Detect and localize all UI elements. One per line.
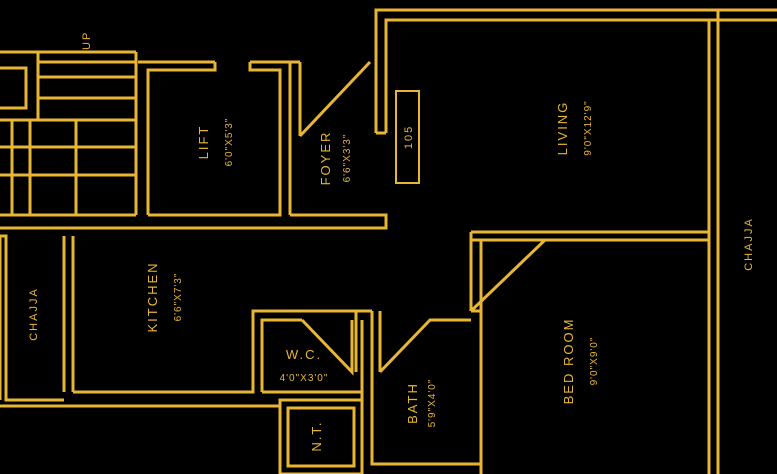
lift-size: 6'0"X5'3" xyxy=(224,118,235,167)
kitchen xyxy=(0,234,372,408)
bath xyxy=(360,311,481,474)
kitchen-label: KITCHEN 6'6"X7'3" xyxy=(145,261,184,332)
foyer xyxy=(0,60,388,230)
wc-walls xyxy=(260,318,302,392)
stair-up-label: UP xyxy=(81,31,93,50)
flat-number-box xyxy=(395,90,420,184)
bath-name: BATH xyxy=(405,382,420,424)
wc-label: W.C. 4'0"X3'0" xyxy=(280,347,329,384)
lift-label: LIFT 6'0"X5'3" xyxy=(196,118,235,167)
bedroom-door-swing xyxy=(469,238,547,313)
lift-wall-left xyxy=(146,62,217,215)
foyer-name: FOYER xyxy=(318,131,333,186)
lift-name: LIFT xyxy=(196,125,211,160)
bedroom-name: BED ROOM xyxy=(561,318,576,405)
chajja-left-label: CHAJJA xyxy=(28,287,40,341)
bedroom-label: BED ROOM 9'0"X9'0" xyxy=(561,318,600,405)
chajja-right-label: CHAJJA xyxy=(743,217,755,271)
stair-landing xyxy=(0,66,28,110)
bath-label: BATH 5'9"X4'0" xyxy=(405,379,438,428)
nt-label: N.T. xyxy=(309,420,324,451)
foyer-door-swing xyxy=(298,60,372,138)
foyer-size: 6'6"X3'3" xyxy=(342,134,353,183)
flat-number: 105 xyxy=(403,125,415,149)
kitchen-name: KITCHEN xyxy=(145,261,160,332)
nt-inner xyxy=(286,406,356,468)
foyer-label: FOYER 6'6"X3'3" xyxy=(318,131,353,186)
foyer-bottom-wall xyxy=(0,213,388,230)
living-name: LIVING xyxy=(555,101,570,156)
chajja-left xyxy=(0,234,64,402)
kitchen-bottom-wall xyxy=(73,309,372,394)
living-label: LIVING 9'0"X12'9" xyxy=(555,100,594,155)
bath-walls xyxy=(370,311,481,466)
kitchen-size: 6'6"X7'3" xyxy=(173,273,184,322)
lift-wall-right xyxy=(148,62,282,217)
lift xyxy=(138,60,290,217)
living-size: 9'0"X12'9" xyxy=(583,100,594,155)
staircase xyxy=(0,50,138,217)
wc-name: W.C. xyxy=(286,347,322,362)
outer-walls xyxy=(374,8,777,474)
bath-size: 5'9"X4'0" xyxy=(427,379,438,428)
wc-size: 4'0"X3'0" xyxy=(280,373,329,384)
living-top-wall-inner xyxy=(384,18,777,133)
bedroom-size: 9'0"X9'0" xyxy=(589,337,600,386)
living-top-wall xyxy=(374,8,777,133)
wc-door-swing xyxy=(300,318,354,376)
bath-door-swing xyxy=(378,318,471,374)
